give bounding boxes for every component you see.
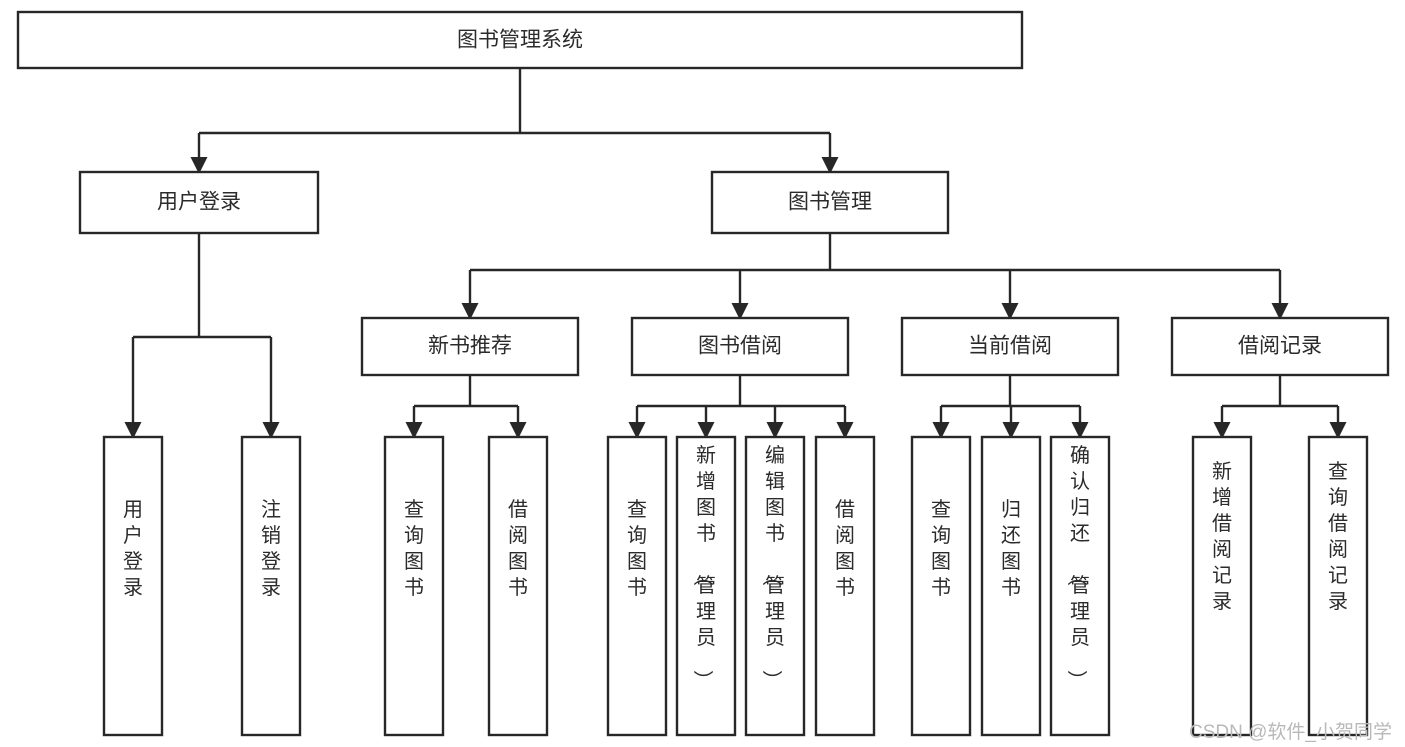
node-borrow-record[interactable]: 借阅记录	[1170, 316, 1390, 377]
leaf-label-new-book-1: 借阅图书	[508, 498, 528, 599]
leaf-label-current-borrow-1: 归还图书	[1001, 498, 1021, 599]
leaf-node[interactable]: 借阅图书	[487, 435, 549, 737]
node-user-login-label: 用户登录	[157, 191, 241, 214]
node-user-login[interactable]: 用户登录	[78, 170, 320, 235]
node-current-borrow-box[interactable]	[900, 316, 1120, 377]
watermark: CSDN @软件_小贺同学	[1189, 721, 1392, 743]
node-root-label: 图书管理系统	[457, 29, 583, 52]
leaf-node[interactable]: 归还图书	[980, 435, 1042, 737]
leaf-box-new-book-1[interactable]	[487, 435, 549, 737]
leaf-node[interactable]: 查询图书	[606, 435, 668, 737]
leaf-node[interactable]: 新增借阅记录	[1191, 435, 1253, 737]
node-book-manage-label: 图书管理	[788, 191, 872, 214]
node-new-book[interactable]: 新书推荐	[360, 316, 580, 377]
leaf-node[interactable]: 查询图书	[910, 435, 972, 737]
leaf-label-current-borrow-0: 查询图书	[931, 498, 951, 599]
node-current-borrow[interactable]: 当前借阅	[900, 316, 1120, 377]
leaf-box-borrow-book-0[interactable]	[606, 435, 668, 737]
node-root-box[interactable]	[16, 10, 1024, 70]
node-borrow-record-box[interactable]	[1170, 316, 1390, 377]
leaf-node[interactable]: 查询图书	[383, 435, 445, 737]
node-current-borrow-label: 当前借阅	[968, 335, 1052, 358]
leaf-label-borrow-book-0: 查询图书	[627, 498, 647, 599]
leaf-box-borrow-record-0[interactable]	[1191, 435, 1253, 737]
node-new-book-label: 新书推荐	[428, 335, 512, 358]
leaf-label-current-borrow-2: 确认归还（管理员）	[1065, 444, 1090, 690]
leaf-node[interactable]: 新增图书（管理员）	[675, 435, 737, 737]
node-user-login-box[interactable]	[78, 170, 320, 235]
leaf-box-new-book-0[interactable]	[383, 435, 445, 737]
leaf-label-borrow-book-1: 新增图书（管理员）	[691, 444, 716, 690]
connector-group	[124, 68, 1347, 439]
leaf-box-borrow-book-1[interactable]	[675, 435, 737, 737]
leaf-box-borrow-book-2[interactable]	[744, 435, 806, 737]
node-book-manage[interactable]: 图书管理	[710, 170, 950, 235]
node-borrow-record-label: 借阅记录	[1238, 335, 1322, 358]
leaf-box-current-borrow-2[interactable]	[1049, 435, 1111, 737]
node-borrow-book[interactable]: 图书借阅	[630, 316, 850, 377]
leaf-box-user-login-0[interactable]	[102, 435, 164, 737]
leaf-node[interactable]: 确认归还（管理员）	[1049, 435, 1111, 737]
leaf-label-borrow-record-1: 查询借阅记录	[1328, 460, 1348, 613]
leaf-box-borrow-book-3[interactable]	[814, 435, 876, 737]
leaf-label-borrow-book-3: 借阅图书	[835, 498, 855, 599]
node-book-manage-box[interactable]	[710, 170, 950, 235]
leaf-node[interactable]: 查询借阅记录	[1307, 435, 1369, 737]
node-new-book-box[interactable]	[360, 316, 580, 377]
leaf-label-new-book-0: 查询图书	[404, 498, 424, 599]
leaf-label-user-login-0: 用户登录	[123, 499, 143, 599]
leaf-group: 用户登录 注销登录 查询图书 借阅图书 查询图书 新增图书	[102, 435, 1369, 737]
leaf-label-user-login-1: 注销登录	[261, 498, 281, 599]
node-root[interactable]: 图书管理系统	[16, 10, 1024, 70]
leaf-box-user-login-1[interactable]	[240, 435, 302, 737]
leaf-node[interactable]: 注销登录	[240, 435, 302, 737]
node-borrow-book-label: 图书借阅	[698, 335, 782, 358]
leaf-label-borrow-book-2: 编辑图书（管理员）	[760, 444, 785, 690]
leaf-label-borrow-record-0: 新增借阅记录	[1212, 460, 1232, 613]
leaf-box-current-borrow-0[interactable]	[910, 435, 972, 737]
leaf-node[interactable]: 用户登录	[102, 435, 164, 737]
leaf-box-borrow-record-1[interactable]	[1307, 435, 1369, 737]
node-borrow-book-box[interactable]	[630, 316, 850, 377]
leaf-box-current-borrow-1[interactable]	[980, 435, 1042, 737]
leaf-node[interactable]: 借阅图书	[814, 435, 876, 737]
leaf-node[interactable]: 编辑图书（管理员）	[744, 435, 806, 737]
